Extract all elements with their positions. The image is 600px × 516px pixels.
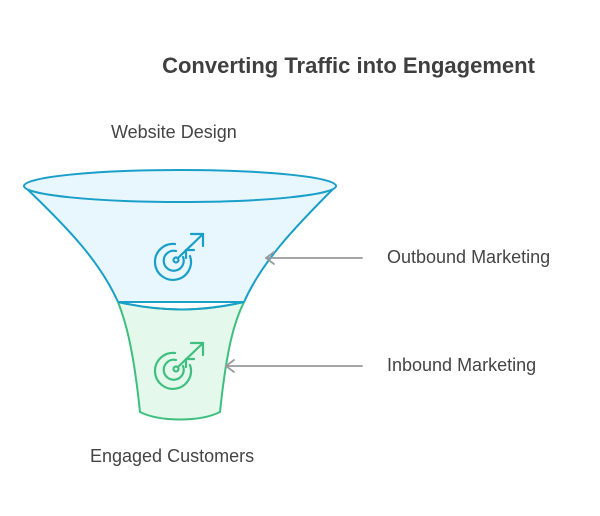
funnel-stage-outbound: [23, 185, 337, 303]
funnel-stage-inbound: [117, 301, 245, 421]
arrow-left-icon: [224, 359, 363, 373]
funnel-rim: [23, 169, 337, 203]
target-arrow-icon: [153, 341, 205, 390]
stage-divider: [117, 301, 245, 311]
target-arrow-icon: [153, 232, 205, 281]
stage-label-inbound: Inbound Marketing: [387, 355, 537, 375]
stage-label-outbound: Outbound Marketing: [387, 247, 551, 267]
arrow-left-icon: [264, 251, 363, 265]
bottom-label: Engaged Customers: [90, 446, 255, 466]
top-label: Website Design: [111, 122, 237, 142]
diagram-title: Converting Traffic into Engagement: [162, 53, 535, 78]
